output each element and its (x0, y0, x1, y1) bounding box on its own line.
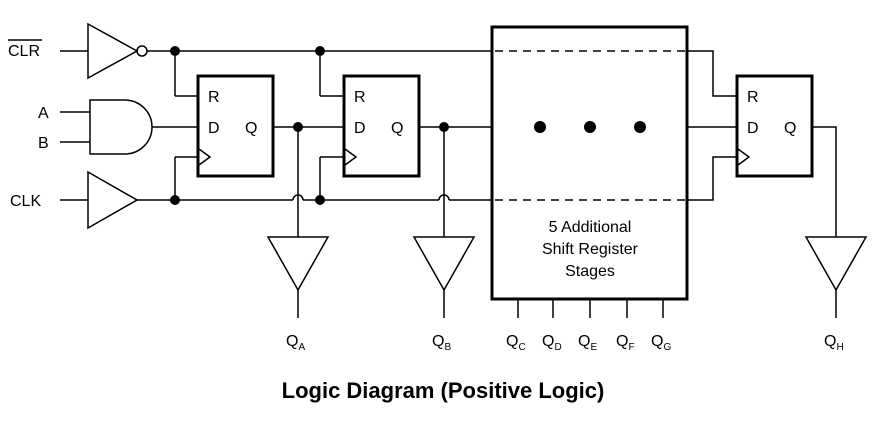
ff1-r-label: R (208, 89, 220, 106)
qa-buffer (266, 236, 330, 318)
flipflop-h: R D Q (735, 74, 814, 178)
ffh-q-label: Q (784, 120, 796, 137)
qg-label: QG (651, 333, 671, 353)
flipflop-1: R D Q (196, 74, 275, 178)
qd-label: QD (542, 333, 562, 353)
qc-label: QC (506, 333, 526, 353)
qh-buffer (804, 126, 868, 318)
clr-bus (147, 46, 492, 97)
qf-label: QF (616, 333, 635, 353)
input-labels: CLR A B CLK (8, 39, 49, 210)
flipflop-2: R D Q (342, 74, 421, 178)
stages-line-1: 5 Additional (549, 219, 632, 236)
qe-label: QE (578, 333, 597, 353)
ff1-d-label: D (208, 120, 220, 137)
stages-line-3: Stages (565, 263, 615, 280)
qb-label: QB (432, 333, 451, 353)
clr-label: CLR (8, 43, 40, 60)
clk-label: CLK (10, 193, 41, 210)
ffh-d-label: D (747, 120, 759, 137)
ff2-output-wire (419, 122, 492, 237)
ff2-q-label: Q (391, 120, 403, 137)
clk-buffer (60, 170, 139, 230)
ff2-r-label: R (354, 89, 366, 106)
clr-inverter (60, 22, 148, 80)
clk-bus (137, 156, 492, 205)
ffh-r-label: R (747, 89, 759, 106)
and-gate (60, 99, 153, 155)
ff1-q-label: Q (245, 120, 257, 137)
stages-box: 5 Additional Shift Register Stages (490, 25, 689, 318)
ff1-output-wire (273, 122, 344, 237)
output-labels: QA QB QC QD QE QF QG QH (286, 333, 844, 353)
diagram-title: Logic Diagram (Positive Logic) (282, 378, 605, 403)
stages-line-2: Shift Register (542, 241, 639, 258)
qb-buffer (412, 236, 476, 318)
ff2-d-label: D (354, 120, 366, 137)
b-label: B (38, 135, 49, 152)
qh-label: QH (824, 333, 844, 353)
last-stage-wires (687, 50, 737, 201)
qa-label: QA (286, 333, 305, 353)
a-label: A (38, 105, 49, 122)
